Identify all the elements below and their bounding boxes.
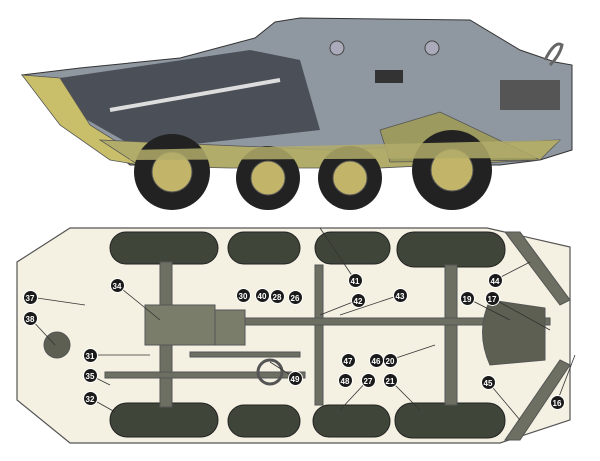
callout-17: 17	[484, 290, 500, 306]
callout-21: 21	[382, 372, 398, 388]
hub-2	[250, 160, 286, 196]
callout-43: 43	[392, 287, 408, 303]
callout-27: 27	[360, 372, 376, 388]
hatch-2	[424, 40, 440, 56]
shafts-plan	[43, 231, 571, 441]
side-view	[20, 17, 573, 210]
callout-42: 42	[350, 292, 366, 308]
winch-drum	[43, 331, 71, 359]
callout-16: 16	[549, 394, 565, 410]
rear-differential	[482, 299, 546, 366]
callout-49: 49	[287, 370, 303, 386]
drive-shaft	[109, 78, 281, 112]
callout-30: 30	[235, 287, 251, 303]
callout-20: 20	[382, 352, 398, 368]
diagonal-frame-upper	[503, 231, 571, 306]
transfer-case	[214, 309, 246, 346]
steering-wheel-icon	[256, 358, 284, 386]
callout-46: 46	[368, 352, 384, 368]
tire-4-left	[396, 231, 506, 268]
tire-3-right	[312, 404, 391, 438]
callout-32: 32	[82, 390, 98, 406]
callout-37: 37	[22, 289, 38, 305]
tire-3-left	[314, 231, 391, 265]
callout-34: 34	[109, 277, 125, 293]
rear-axle-4	[444, 264, 458, 406]
steering-rod	[104, 371, 306, 379]
callout-31: 31	[82, 347, 98, 363]
callout-40: 40	[254, 287, 270, 303]
side-box	[375, 70, 403, 83]
antenna-mount	[543, 42, 564, 67]
tire-4-right	[394, 402, 506, 439]
callout-45: 45	[480, 374, 496, 390]
tire-1-left	[109, 231, 219, 265]
tires-plan	[109, 231, 506, 439]
callout-26: 26	[287, 289, 303, 305]
hatch-1	[329, 40, 345, 56]
callout-47: 47	[340, 352, 356, 368]
callout-41: 41	[347, 272, 363, 288]
secondary-shaft	[189, 351, 301, 358]
callout-38: 38	[22, 310, 38, 326]
callout-19: 19	[459, 290, 475, 306]
tire-1-right	[109, 402, 219, 438]
rear-equipment	[500, 80, 560, 110]
callout-48: 48	[337, 372, 353, 388]
callout-lines	[29, 227, 576, 421]
engine-compartment	[60, 50, 320, 150]
gearbox	[144, 304, 216, 346]
hub-3	[332, 160, 368, 196]
callout-44: 44	[487, 272, 503, 288]
diagonal-frame-lower	[504, 359, 571, 441]
callout-35: 35	[82, 367, 98, 383]
tire-2-left	[227, 231, 301, 265]
plan-view	[16, 227, 576, 444]
lower-armor-overlay	[130, 140, 560, 160]
tire-2-right	[227, 404, 301, 438]
axle-3	[314, 264, 324, 406]
callout-28: 28	[269, 288, 285, 304]
